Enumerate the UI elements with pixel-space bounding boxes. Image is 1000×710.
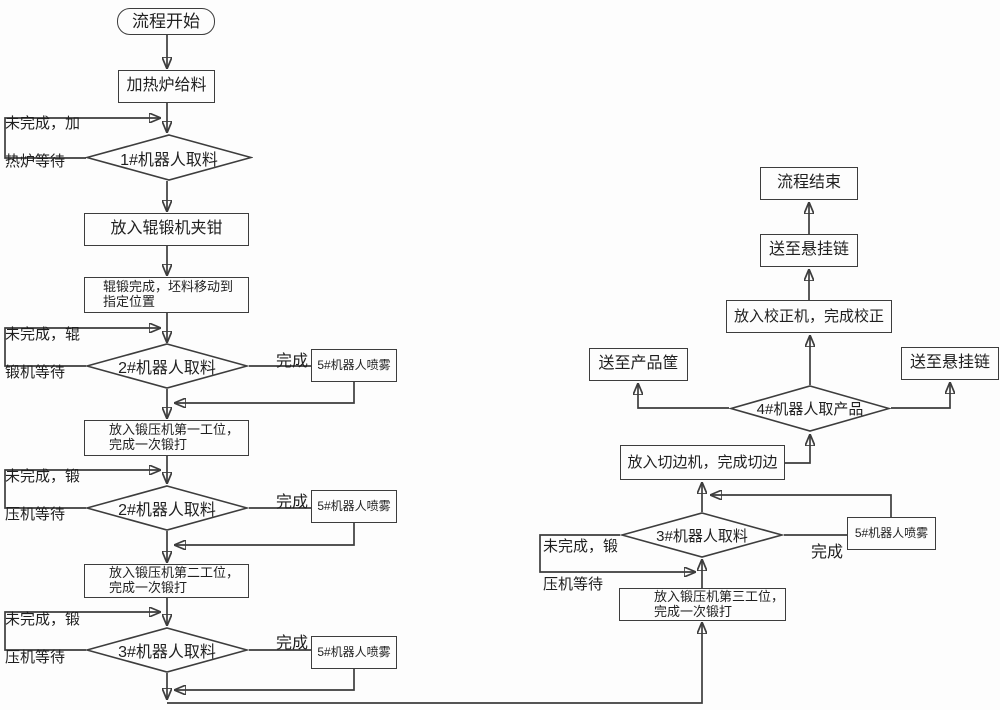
robot2-pick-label-1: 2#机器人取料: [118, 360, 216, 377]
robot3-pick-label-2: 3#机器人取料: [656, 527, 748, 545]
straighten-box: 放入校正机，完成校正: [726, 300, 892, 333]
wait-press3-label: 未完成，锻 压机等待: [543, 538, 619, 593]
press-station3-line1: 放入锻压机第三工位，: [654, 588, 785, 604]
spray-label-3: 5#机器人喷雾: [317, 644, 391, 659]
wait-press2-label: 未完成，锻 压机等待: [5, 611, 81, 666]
chain-right-box: 送至悬挂链: [901, 347, 999, 380]
spray-label-4: 5#机器人喷雾: [854, 525, 929, 540]
press-station2-line1: 放入锻压机第二工位，: [109, 565, 240, 581]
press-station2-box: 放入锻压机第二工位， 完成一次锻打: [84, 564, 249, 598]
chain-top-box: 送至悬挂链: [760, 234, 858, 267]
furnace-feed-label: 加热炉给料: [126, 77, 207, 95]
chain-top-label: 送至悬挂链: [768, 241, 849, 259]
robot1-pick-label: 1#机器人取料: [120, 151, 218, 169]
end-node: 流程结束: [760, 167, 858, 200]
wait-furnace-label: 未完成，加 热炉等待: [5, 115, 81, 170]
robot2-pick-label-2: 2#机器人取料: [118, 502, 216, 519]
done-label-roll: 完成: [276, 353, 309, 370]
press-station1-box: 放入锻压机第一工位， 完成一次锻打: [84, 420, 249, 456]
press-station3-line2: 完成一次锻打: [654, 603, 733, 619]
start-node: 流程开始: [117, 8, 215, 35]
done-label-press1: 完成: [276, 494, 309, 511]
press-station1-line1: 放入锻压机第一工位，: [109, 422, 240, 438]
spray-box-2: 5#机器人喷雾: [311, 490, 397, 523]
product-basket-box: 送至产品筐: [589, 348, 688, 381]
robot2-pick-diamond-2: 2#机器人取料: [85, 485, 249, 531]
roll-done-line2: 指定位置: [103, 294, 156, 309]
robot3-pick-diamond-2: 3#机器人取料: [620, 512, 784, 558]
clamp-label: 放入辊锻机夹钳: [110, 220, 223, 238]
roll-done-box: 辊锻完成，坯料移动到 指定位置: [84, 277, 249, 313]
done-label-press3: 完成: [811, 544, 844, 561]
product-basket-label: 送至产品筐: [598, 355, 679, 373]
press-station1-line2: 完成一次锻打: [109, 437, 188, 452]
spray-box-1: 5#机器人喷雾: [311, 349, 397, 382]
trim-box: 放入切边机，完成切边: [620, 445, 785, 480]
trim-label: 放入切边机，完成切边: [627, 453, 778, 471]
spray-label-2: 5#机器人喷雾: [317, 498, 391, 513]
press-station3-box: 放入锻压机第三工位， 完成一次锻打: [619, 588, 786, 621]
robot3-pick-label-1: 3#机器人取料: [118, 644, 216, 661]
press-station2-line2: 完成一次锻打: [109, 580, 188, 595]
robot4-product-label: 4#机器人取产品: [756, 401, 864, 418]
wait-press1-label: 未完成，锻 压机等待: [5, 468, 81, 523]
start-label: 流程开始: [132, 11, 200, 31]
end-label: 流程结束: [776, 174, 841, 192]
clamp-box: 放入辊锻机夹钳: [84, 213, 249, 246]
roll-done-line1: 辊锻完成，坯料移动到: [103, 279, 234, 295]
robot2-pick-diamond-1: 2#机器人取料: [85, 343, 249, 389]
spray-box-3: 5#机器人喷雾: [311, 636, 397, 669]
spray-box-4: 5#机器人喷雾: [847, 517, 936, 550]
chain-right-label: 送至悬挂链: [909, 354, 990, 372]
robot1-pick-diamond: 1#机器人取料: [85, 134, 253, 181]
robot3-pick-diamond-1: 3#机器人取料: [85, 627, 249, 673]
spray-label-1: 5#机器人喷雾: [317, 357, 391, 372]
straighten-label: 放入校正机，完成校正: [733, 307, 884, 325]
done-label-press2: 完成: [276, 635, 309, 652]
furnace-feed-box: 加热炉给料: [118, 70, 215, 103]
wait-roll-label: 未完成，辊 锻机等待: [5, 326, 81, 381]
robot4-product-diamond: 4#机器人取产品: [729, 385, 891, 432]
